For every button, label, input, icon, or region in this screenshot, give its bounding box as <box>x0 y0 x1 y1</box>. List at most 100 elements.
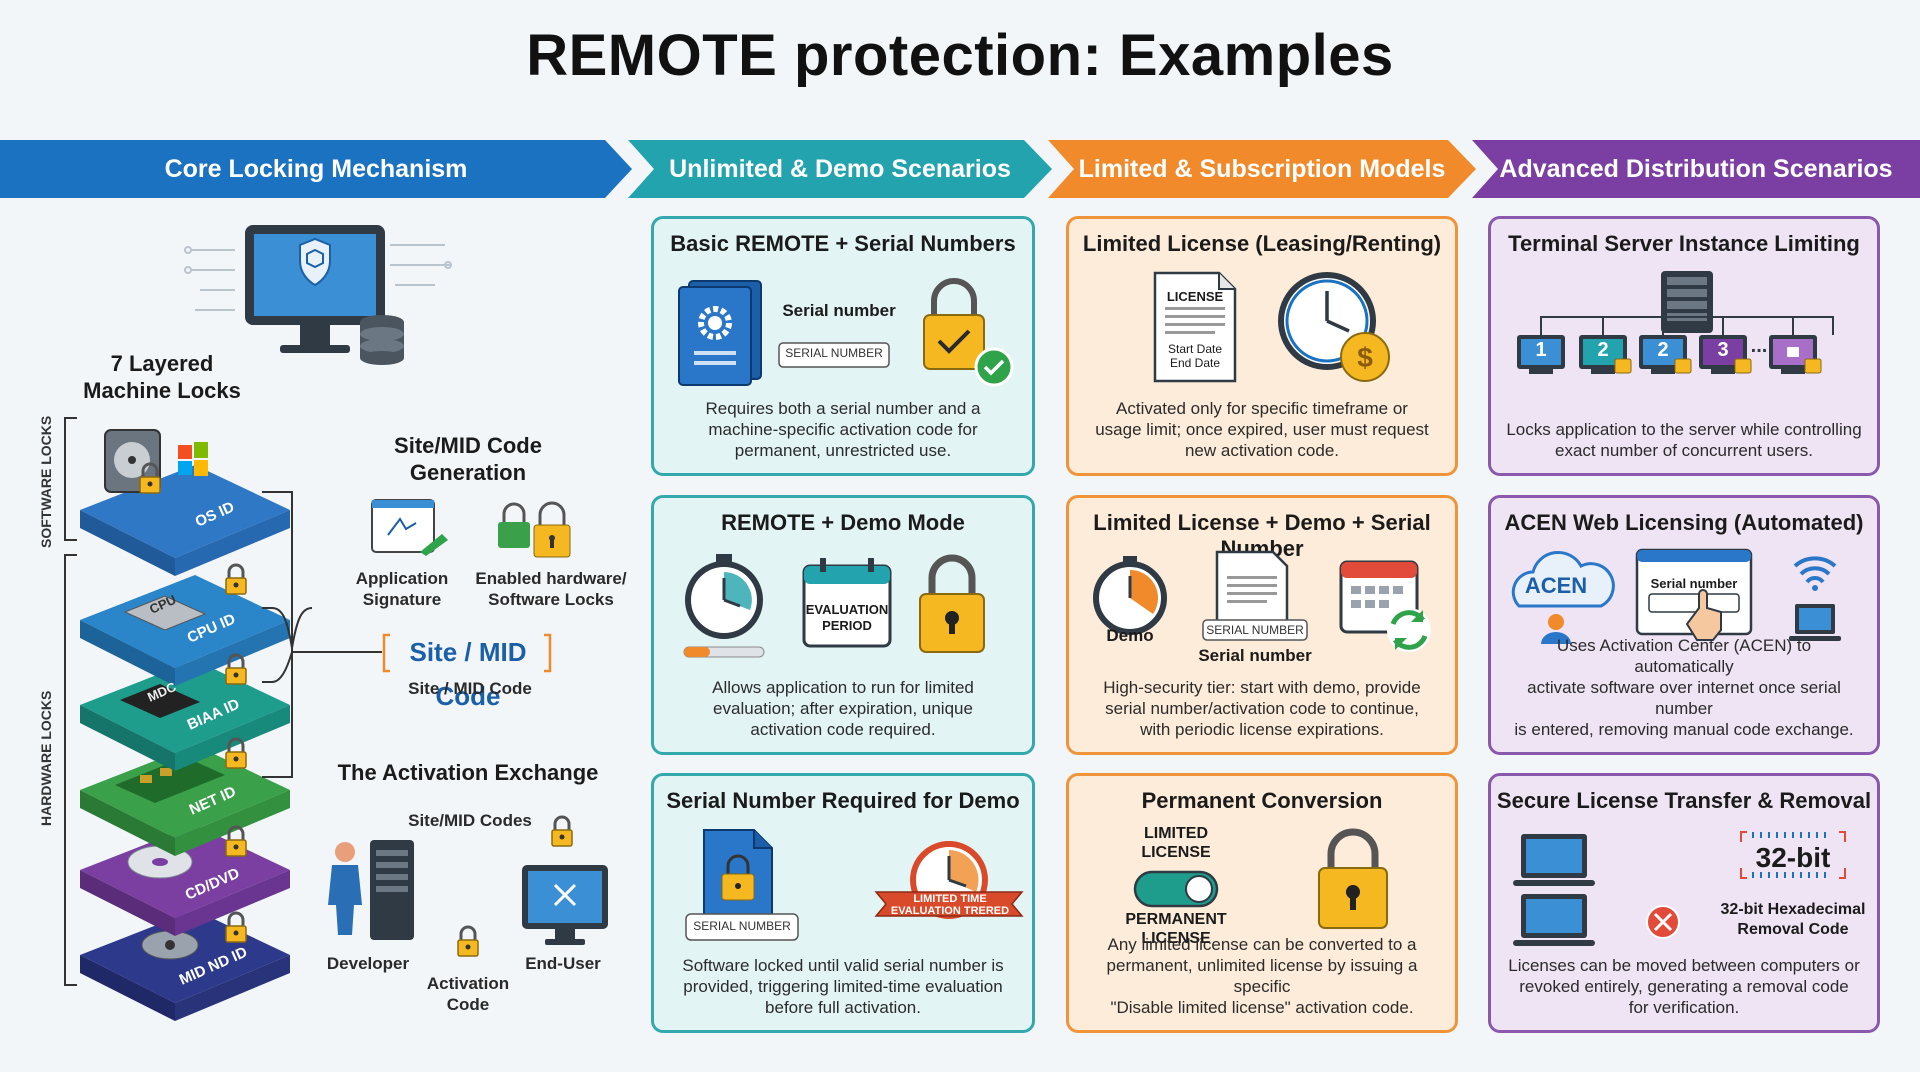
serial-number-label: Serial number <box>1650 576 1738 591</box>
pointer-hand-icon <box>1685 589 1722 641</box>
license-doc-title: LICENSE <box>1166 289 1224 304</box>
card-title: Serial Number Required for Demo <box>666 788 1020 813</box>
layer-label-os: OS ID <box>193 498 237 530</box>
serial-number-box-text: SERIAL NUMBER <box>693 919 791 933</box>
card-serial-required-demo: Serial Number Required for Demo SERIAL N… <box>651 773 1035 1033</box>
card-description: High-security tier: start with demo, pro… <box>1103 678 1421 739</box>
demo-mode-art <box>683 554 985 658</box>
card-title: Terminal Server Instance Limiting <box>1508 231 1860 256</box>
terminal-number-3: 3 <box>1717 339 1729 361</box>
limited-demo-serial-art <box>1093 550 1431 652</box>
terminal-locks-icon <box>1614 347 1822 374</box>
transfer-removal-art <box>1513 831 1846 946</box>
serial-lock-art <box>678 278 1014 387</box>
site-mid-codes-label: Site/MID Codes <box>408 811 532 830</box>
card-title: ACEN Web Licensing (Automated) <box>1504 510 1864 535</box>
card-title: Permanent Conversion <box>1141 788 1383 813</box>
monitor-icon <box>245 225 385 353</box>
demo-label: Demo <box>1106 626 1154 645</box>
database-icon <box>360 315 404 365</box>
acen-art <box>1511 548 1841 644</box>
card-description: Software locked until valid serial numbe… <box>682 956 1004 1017</box>
card-description: Any limited license can be converted to … <box>1106 935 1418 1017</box>
serial-number-box-text: SERIAL NUMBER <box>1206 623 1304 637</box>
laptop-icon <box>1789 604 1841 641</box>
activation-exchange-title: The Activation Exchange <box>337 760 599 785</box>
site-mid-code-sublabel: Site / MID Code <box>408 679 532 698</box>
lock-check-icon <box>923 278 1014 387</box>
card-terminal-server: Terminal Server Instance Limiting 1 2 2 … <box>1488 216 1880 476</box>
calendar-refresh-icon <box>1339 560 1431 652</box>
toggle-switch-icon <box>1133 870 1219 908</box>
card-description: Licenses can be moved between computers … <box>1508 956 1860 1017</box>
terminal-server-art <box>1517 271 1834 374</box>
section-core-locking: Core Locking Mechanism <box>0 140 632 198</box>
limited-license-art: $ <box>1153 271 1390 383</box>
chip-label-cpu: CPU <box>147 592 178 617</box>
layer-label-net: NET ID <box>187 783 239 819</box>
card-limited-license: Limited License (Leasing/Renting) $ LICE… <box>1066 216 1458 476</box>
developer-label: Developer <box>326 954 410 973</box>
calendar-icon <box>802 558 892 648</box>
laptop-icon <box>1513 834 1595 886</box>
locked-document-icon <box>685 829 799 941</box>
chip-label-mdc: MDC <box>145 679 179 705</box>
card-limited-demo-serial: Limited License + Demo + Serial Number <box>1066 495 1458 755</box>
terminal-number-2b: 2 <box>1657 339 1669 361</box>
section-limited-subscription: Limited & Subscription Models <box>1048 140 1476 198</box>
padlock-icon <box>919 554 985 653</box>
windows-logo-icon <box>178 442 208 476</box>
serial-document-icon <box>1202 550 1308 641</box>
laptop-icon <box>1513 894 1595 946</box>
hex-code-icon <box>1740 831 1846 879</box>
layer-label-biaa: BIAA ID <box>185 696 243 734</box>
layer-label-cpu: CPU ID <box>185 610 239 646</box>
card-acen-web-licensing: ACEN Web Licensing (Automated) ACEN Seri… <box>1488 495 1880 755</box>
stopwatch-icon <box>683 554 765 658</box>
section-advanced-distribution: Advanced Distribution Scenarios <box>1472 140 1920 198</box>
application-signature-icon <box>371 499 448 556</box>
server-icon <box>1661 271 1713 333</box>
svg-text:$: $ <box>1357 342 1373 373</box>
terminal-ellipsis: ... <box>1750 335 1768 357</box>
acen-label: ACEN <box>1524 573 1588 598</box>
serial-number-box <box>778 342 890 368</box>
browser-window-icon <box>1635 548 1753 636</box>
card-title: Basic REMOTE + Serial Numbers <box>670 231 1016 256</box>
layer-labels: OS ID CPU ID BIAA ID NET ID CD/DVD MID N… <box>145 498 250 988</box>
card-description: Uses Activation Center (ACEN) to automat… <box>1514 636 1854 739</box>
card-title: REMOTE + Demo Mode <box>721 510 965 535</box>
license-document-icon <box>1153 271 1237 383</box>
circuit-lines-icon <box>184 244 452 311</box>
serial-demo-art <box>685 829 1024 941</box>
section-unlimited-demo: Unlimited & Demo Scenarios <box>628 140 1052 198</box>
remove-icon <box>1646 905 1680 939</box>
card-license-transfer-removal: Secure License Transfer & Removal 32-bit… <box>1488 773 1880 1033</box>
padlock-icon <box>1318 828 1388 929</box>
machine-locks-diagram <box>64 225 608 1021</box>
serial-number-label: Serial number <box>782 301 896 320</box>
user-icon <box>1541 614 1571 644</box>
layer-label-cd-dvd: CD/DVD <box>183 865 243 904</box>
permanent-conversion-art <box>1133 828 1388 929</box>
bits-label: 32-bit <box>1755 842 1831 873</box>
layer-os-id <box>80 429 290 576</box>
terminal-number-1: 1 <box>1535 339 1547 361</box>
cloud-icon <box>1511 550 1615 608</box>
limited-time-badge-icon <box>874 841 1024 919</box>
developer-icon <box>328 840 414 940</box>
card-title: Secure License Transfer & Removal <box>1496 788 1872 813</box>
page-title: REMOTE protection: Examples <box>526 23 1394 88</box>
clock-coin-icon: $ <box>1278 272 1390 382</box>
